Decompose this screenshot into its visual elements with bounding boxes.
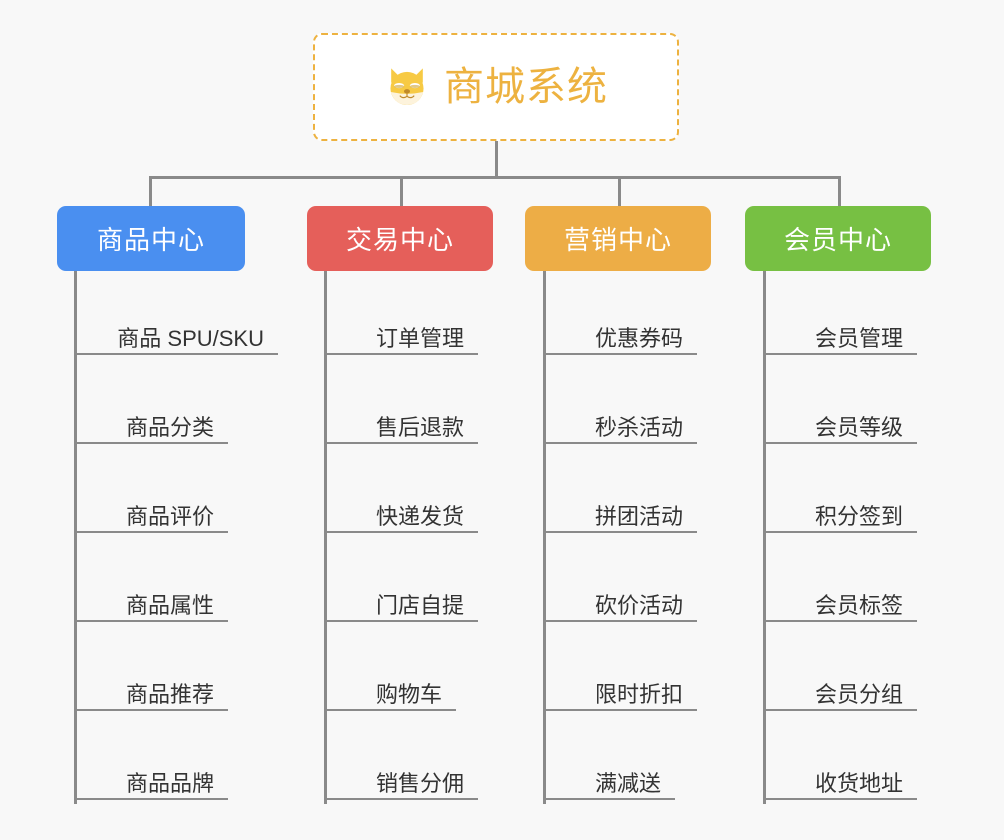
- root-node[interactable]: 商城系统: [313, 33, 679, 141]
- leaf-spine-1: [74, 271, 77, 804]
- leaf-label: 销售分佣: [375, 770, 464, 796]
- category-box-4[interactable]: 会员中心: [745, 206, 931, 271]
- leaf-item[interactable]: 会员分组: [763, 667, 917, 711]
- leaf-label: 商品属性: [125, 592, 214, 618]
- leaf-item[interactable]: 会员等级: [763, 400, 917, 444]
- leaf-item[interactable]: 秒杀活动: [543, 400, 697, 444]
- leaf-item[interactable]: 商品 SPU/SKU: [74, 311, 278, 355]
- leaf-item[interactable]: 会员管理: [763, 311, 917, 355]
- leaf-label: 会员分组: [814, 681, 903, 707]
- leaf-label: 会员管理: [814, 325, 903, 351]
- leaf-label: 订单管理: [375, 325, 464, 351]
- category-label-4: 会员中心: [783, 225, 892, 255]
- leaf-item[interactable]: 销售分佣: [324, 756, 478, 800]
- leaf-label: 商品 SPU/SKU: [117, 325, 264, 351]
- leaf-item[interactable]: 商品属性: [74, 578, 228, 622]
- leaf-item[interactable]: 拼团活动: [543, 489, 697, 533]
- leaf-item[interactable]: 快递发货: [324, 489, 478, 533]
- root-trunk-connector: [495, 141, 498, 178]
- leaf-label: 购物车: [375, 681, 442, 707]
- category-label-1: 商品中心: [96, 225, 205, 255]
- leaf-label: 收货地址: [814, 770, 903, 796]
- leaf-item[interactable]: 商品品牌: [74, 756, 228, 800]
- leaf-item[interactable]: 购物车: [324, 667, 456, 711]
- leaf-item[interactable]: 满减送: [543, 756, 675, 800]
- branch-drop-connector-3: [618, 176, 621, 207]
- leaf-label: 快递发货: [375, 503, 464, 529]
- leaf-label: 商品评价: [125, 503, 214, 529]
- category-label-3: 营销中心: [563, 225, 672, 255]
- leaf-label: 商品推荐: [125, 681, 214, 707]
- leaf-label: 门店自提: [375, 592, 464, 618]
- leaf-item[interactable]: 积分签到: [763, 489, 917, 533]
- leaf-item[interactable]: 订单管理: [324, 311, 478, 355]
- leaf-label: 积分签到: [814, 503, 903, 529]
- leaf-item[interactable]: 优惠券码: [543, 311, 697, 355]
- branch-drop-connector-4: [838, 176, 841, 207]
- branch-drop-connector-1: [149, 176, 152, 207]
- category-label-2: 交易中心: [345, 225, 454, 255]
- leaf-label: 商品分类: [125, 414, 214, 440]
- shiba-dog-face-icon: [390, 68, 424, 105]
- leaf-item[interactable]: 限时折扣: [543, 667, 697, 711]
- leaf-spine-2: [324, 271, 327, 804]
- leaf-item[interactable]: 会员标签: [763, 578, 917, 622]
- leaf-item[interactable]: 售后退款: [324, 400, 478, 444]
- leaf-spine-3: [543, 271, 546, 804]
- leaf-item[interactable]: 收货地址: [763, 756, 917, 800]
- category-box-1[interactable]: 商品中心: [57, 206, 245, 271]
- category-box-2[interactable]: 交易中心: [307, 206, 493, 271]
- leaf-item[interactable]: 商品评价: [74, 489, 228, 533]
- leaf-label: 优惠券码: [594, 325, 683, 351]
- leaf-label: 会员标签: [814, 592, 903, 618]
- leaf-item[interactable]: 门店自提: [324, 578, 478, 622]
- leaf-label: 满减送: [594, 770, 661, 796]
- leaf-item[interactable]: 商品推荐: [74, 667, 228, 711]
- branch-bus-connector: [150, 176, 840, 179]
- branch-drop-connector-2: [400, 176, 403, 207]
- leaf-label: 商品品牌: [125, 770, 214, 796]
- leaf-spine-4: [763, 271, 766, 804]
- category-box-3[interactable]: 营销中心: [525, 206, 711, 271]
- root-title: 商城系统: [444, 65, 608, 109]
- leaf-label: 会员等级: [814, 414, 903, 440]
- leaf-label: 秒杀活动: [594, 414, 683, 440]
- leaf-label: 限时折扣: [594, 681, 683, 707]
- leaf-item[interactable]: 商品分类: [74, 400, 228, 444]
- leaf-label: 拼团活动: [594, 503, 683, 529]
- leaf-label: 砍价活动: [594, 592, 683, 618]
- leaf-item[interactable]: 砍价活动: [543, 578, 697, 622]
- leaf-label: 售后退款: [375, 414, 464, 440]
